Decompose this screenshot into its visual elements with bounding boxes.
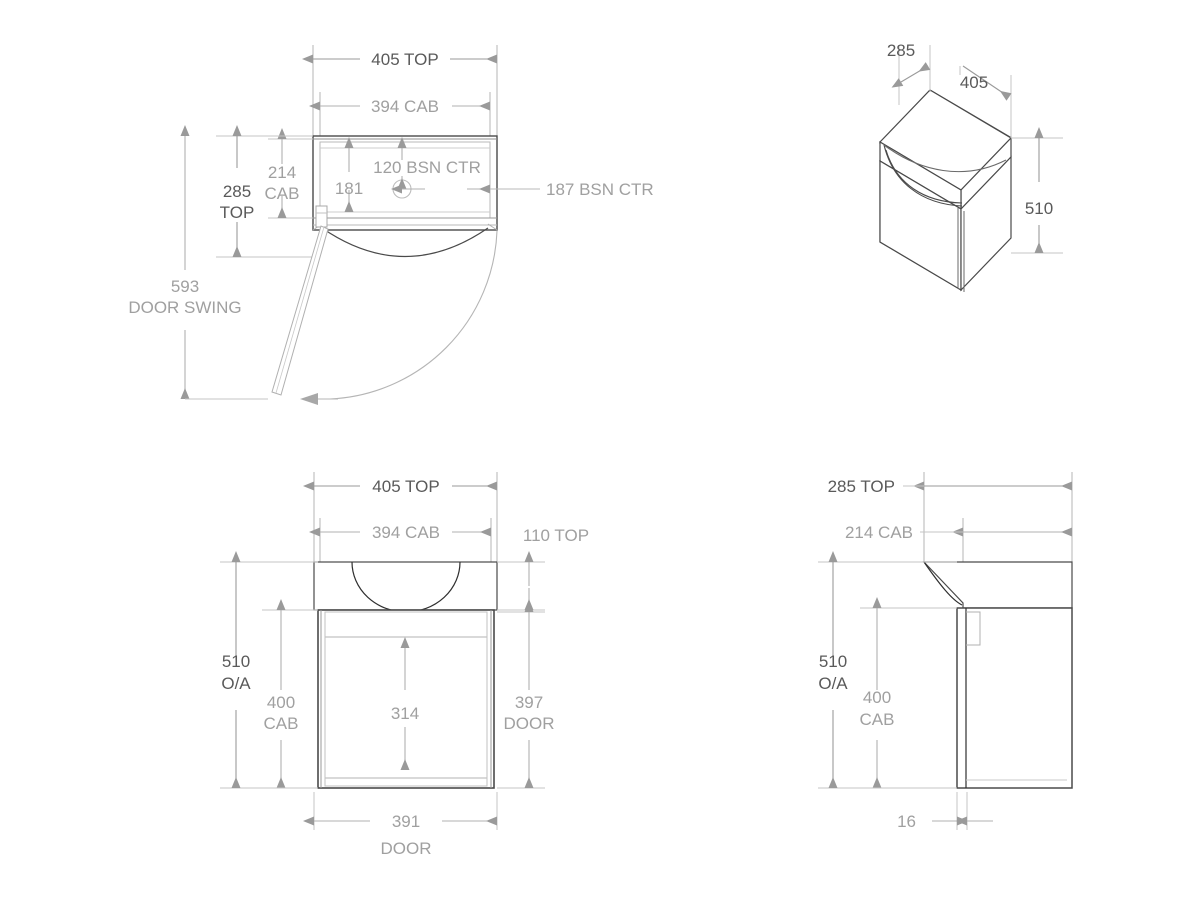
- front-dim-oa-label: O/A: [221, 674, 251, 693]
- side-dim-400-label: 400: [863, 688, 891, 707]
- side-dim-16: 16: [897, 792, 993, 831]
- plan-dim-120-bsn-ctr: 120 BSN CTR: [373, 137, 481, 189]
- plan-extension-lines: [312, 45, 498, 136]
- iso-dim-285: 285: [887, 41, 931, 105]
- front-dim-405-top-label: 405 TOP: [372, 477, 439, 496]
- plan-dim-120-bsn-label: 120 BSN CTR: [373, 158, 481, 177]
- plan-dim-214-label: 214: [268, 163, 296, 182]
- front-basin-top: [313, 561, 498, 613]
- front-cabinet-body: [317, 609, 495, 789]
- front-dim-394-cab-label: 394 CAB: [372, 523, 440, 542]
- front-dim-397-label: 397: [515, 693, 543, 712]
- plan-door-swing-arc: [271, 225, 498, 405]
- plan-dim-cab-label: CAB: [265, 184, 300, 203]
- plan-dim-405-top-label: 405 TOP: [371, 50, 438, 69]
- front-dim-314-label: 314: [391, 704, 419, 723]
- plan-dim-181-label: 181: [335, 179, 363, 198]
- side-dim-400-cab: 400 CAB: [860, 597, 957, 789]
- front-dim-397-door-label: DOOR: [504, 714, 555, 733]
- iso-dim-405: 405: [959, 65, 1012, 138]
- front-dim-314: 314: [391, 637, 419, 770]
- front-extension-lines: [313, 472, 498, 562]
- front-dim-110-top-label: 110 TOP: [523, 526, 589, 545]
- plan-dim-door-swing-label: DOOR SWING: [128, 298, 241, 317]
- side-dim-510-label: 510: [819, 652, 847, 671]
- front-dim-397-door: 397 DOOR: [497, 601, 555, 789]
- iso-basin-bowl: [883, 144, 1007, 207]
- side-basin-top: [922, 561, 1073, 609]
- iso-dim-510-label: 510: [1025, 199, 1053, 218]
- plan-dim-394-cab-label: 394 CAB: [371, 97, 439, 116]
- iso-cabinet-body: [879, 89, 1012, 292]
- side-dim-214-cab-label: 214 CAB: [845, 523, 913, 542]
- side-dim-285-top: 285 TOP: [828, 477, 1072, 496]
- side-dim-214-cab: 214 CAB: [845, 523, 1072, 542]
- side-elevation-view: 285 TOP 214 CAB 400 CAB: [818, 472, 1073, 831]
- front-dim-391-label: 391: [392, 812, 420, 831]
- plan-dim-593-label: 593: [171, 277, 199, 296]
- iso-dim-510: 510: [1011, 127, 1063, 254]
- isometric-view: 285 405 510: [879, 41, 1063, 292]
- plan-dim-394-cab: 394 CAB: [309, 97, 490, 116]
- plan-dim-285-label: 285: [223, 182, 251, 201]
- plan-dim-405-top: 405 TOP: [302, 50, 497, 69]
- iso-dim-405-label: 405: [960, 73, 988, 92]
- front-dim-400-label: 400: [267, 693, 295, 712]
- front-dim-391-door-label: DOOR: [381, 839, 432, 858]
- front-dim-510-oa: 510 O/A: [220, 551, 318, 789]
- iso-door-seam: [957, 208, 965, 292]
- front-dim-405-top: 405 TOP: [303, 477, 497, 496]
- side-dim-400-cab-label: CAB: [860, 710, 895, 729]
- plan-view: 405 TOP 394 CAB: [128, 45, 654, 405]
- front-dim-400-cab: 400 CAB: [262, 599, 318, 789]
- front-dim-394-cab: 394 CAB: [309, 523, 491, 542]
- plan-dim-285-top: 285 TOP: [216, 125, 313, 258]
- front-dim-110-top: 110 TOP: [497, 526, 589, 611]
- front-dim-391-door: 391 DOOR: [303, 792, 498, 858]
- side-cabinet-body: [956, 607, 1073, 789]
- plan-dim-181: 181: [335, 137, 363, 212]
- side-dim-510-oa: 510 O/A: [818, 551, 957, 789]
- front-elevation-view: 405 TOP 394 CAB 110 TOP: [220, 472, 589, 858]
- side-dim-oa-label: O/A: [818, 674, 848, 693]
- front-dim-400-cab-label: CAB: [264, 714, 299, 733]
- front-dim-510-label: 510: [222, 652, 250, 671]
- plan-dim-187-bsn-ctr: 187 BSN CTR: [391, 180, 654, 199]
- plan-dim-214-cab: 214 CAB: [265, 128, 313, 219]
- side-dim-16-label: 16: [897, 812, 916, 831]
- plan-dim-593-door-swing: 593 DOOR SWING: [128, 125, 268, 400]
- plan-dim-top-label: TOP: [220, 203, 255, 222]
- side-dim-285-top-label: 285 TOP: [828, 477, 895, 496]
- iso-dim-285-label: 285: [887, 41, 915, 60]
- plan-dim-187-bsn-label: 187 BSN CTR: [546, 180, 654, 199]
